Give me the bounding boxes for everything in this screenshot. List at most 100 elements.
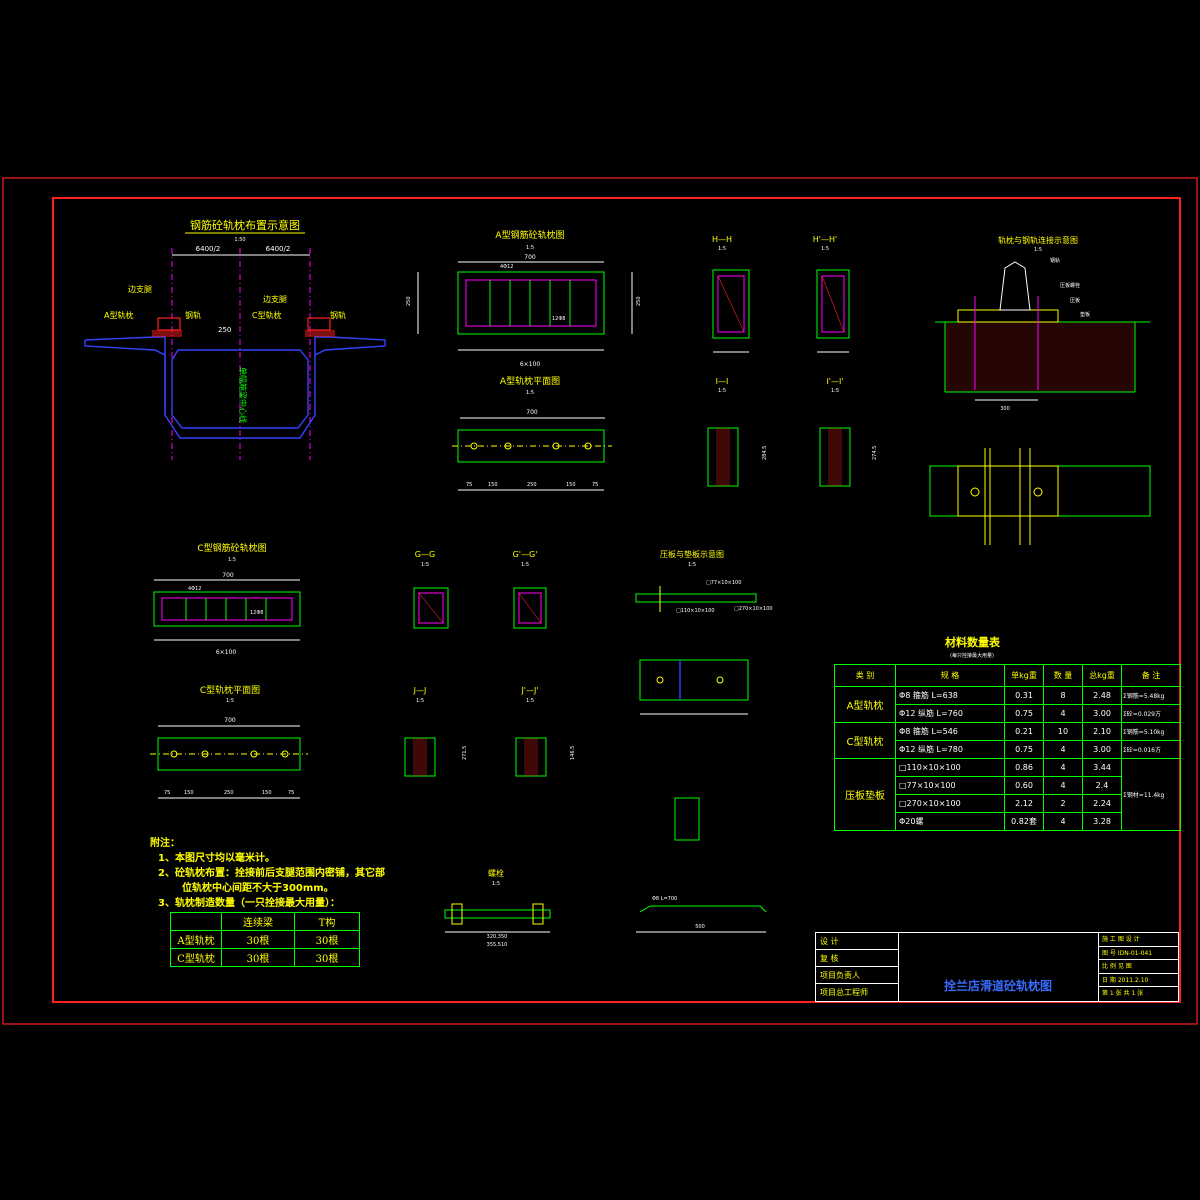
label-rail-2: 钢轨 <box>330 310 346 320</box>
label-a-sleeper: A型轨枕 <box>104 310 133 320</box>
c-plan-dim-1: 150 <box>184 790 194 796</box>
mt-unit: 0.82套 <box>1004 812 1044 831</box>
section-j-scale: 1:5 <box>416 698 424 704</box>
section-g-title: G—G <box>415 550 435 559</box>
mt-spec: □77×10×100 <box>895 776 1005 795</box>
outer-border <box>2 177 1198 1025</box>
count-cell: 30根 <box>294 930 360 949</box>
mt-total: 3.28 <box>1082 812 1122 831</box>
drawing-title: 拴兰店滑道砼轨枕图 <box>943 979 1052 993</box>
mt-note: Σ砼=0.016方 <box>1121 740 1181 759</box>
a-rebar-label-b: 12Φ8 <box>552 316 565 322</box>
inner-border <box>52 197 1181 1003</box>
c-plan-dim-0: 75 <box>164 790 170 796</box>
c-plan-dim-3: 150 <box>262 790 272 796</box>
layout-center-text: 单幅箱梁中心线 <box>238 367 248 423</box>
bolt-dim-2: 355,510 <box>487 942 508 948</box>
tb-right-row: 图 号 IDN-01-041 <box>1099 947 1179 961</box>
notes-line-4: 3、轨枕制造数量（一只拴接最大用量）： <box>158 898 340 909</box>
a-rebar-bottom-dim: 6×100 <box>520 361 540 368</box>
c-plan-title: C型轨枕平面图 <box>200 684 260 696</box>
mt-note: Σ钢材=11.4kg <box>1121 758 1181 831</box>
label-c-support: 边支腿 <box>263 294 287 304</box>
c-rebar-scale: 1:5 <box>228 557 236 563</box>
plate-title: 压板与垫板示意图 <box>660 549 724 559</box>
section-i2-dim: 274.5 <box>872 446 878 460</box>
tb-row: 项目负责人 <box>816 967 898 984</box>
section-j2-title: J'—J' <box>520 686 538 695</box>
hook-dim: 500 <box>695 924 705 930</box>
mt-qty: 4 <box>1043 704 1083 723</box>
mt-qty: 8 <box>1043 686 1083 705</box>
mt-spec: Φ8 箍筋 L=638 <box>895 686 1005 705</box>
c-rebar-bottom-dim: 6×100 <box>216 649 236 656</box>
count-table: 连续梁 T构 A型轨枕 30根 30根 C型轨枕 30根 30根 <box>170 912 360 967</box>
material-table-subtitle: (每只拴接最大用量) <box>950 653 994 659</box>
mt-unit: 0.86 <box>1004 758 1044 777</box>
section-g-views: G—G 1:5 G'—G' 1:5 <box>413 550 547 629</box>
label-rail: 钢轨 <box>185 310 201 320</box>
tb-row: 设 计 <box>816 933 898 950</box>
mt-unit: 0.75 <box>1004 740 1044 759</box>
bolt-title: 螺栓 <box>488 868 504 878</box>
mt-header: 备 注 <box>1121 664 1181 687</box>
mt-header: 规 格 <box>895 664 1005 687</box>
title-block-right: 施 工 图 设 计 图 号 IDN-01-041 比 例 见 图 日 期 201… <box>1098 933 1179 1001</box>
section-i-title: I—I <box>716 377 729 386</box>
mt-spec: Φ20螺 <box>895 812 1005 831</box>
count-cell: 30根 <box>221 948 295 967</box>
mt-header: 数 量 <box>1043 664 1083 687</box>
mt-spec: Φ12 纵筋 L=780 <box>895 740 1005 759</box>
c-plan-view: C型轨枕平面图 1:5 700 75 150 250 150 75 <box>150 684 308 799</box>
tb-row: 复 核 <box>816 950 898 967</box>
hook-label: Φ8 L=700 <box>652 896 677 902</box>
mt-note: Σ钢筋=5.10kg <box>1121 722 1181 741</box>
section-i-scale: 1:5 <box>718 388 726 394</box>
connection-scale: 1:5 <box>1034 247 1042 253</box>
mt-qty: 4 <box>1043 740 1083 759</box>
plate-scale: 1:5 <box>688 562 696 568</box>
connection-label-1: 钢轨 <box>1050 257 1060 264</box>
mt-cat: 压板垫板 <box>834 758 896 831</box>
section-j2-scale: 1:5 <box>526 698 534 704</box>
c-rebar-view: C型钢筋砼轨枕图 1:5 700 4Φ12 12Φ8 6×100 <box>153 542 301 656</box>
mt-header: 单kg重 <box>1004 664 1044 687</box>
c-plan-top-dim: 700 <box>224 717 236 724</box>
a-rebar-right-dim: 250 <box>636 296 642 306</box>
section-j-views: J—J 1:5 271.5 J'—J' 1:5 146.5 <box>404 686 576 777</box>
section-j2-dim: 146.5 <box>570 746 576 760</box>
tb-right-row: 施 工 图 设 计 <box>1099 933 1179 947</box>
notes: 附注： 1、本图尺寸均以毫米计。 2、砼轨枕布置：拴接前后支腿范围内密铺，其它部… <box>150 836 430 911</box>
section-h2-title: H'—H' <box>813 235 837 244</box>
layout-hline-label: 250 <box>218 326 231 334</box>
a-rebar-title: A型钢筋砼轨枕图 <box>495 229 564 241</box>
count-cell: 30根 <box>221 930 295 949</box>
mt-qty: 2 <box>1043 794 1083 813</box>
a-plan-dim-2: 250 <box>527 482 537 488</box>
section-i-dim: 284.5 <box>762 446 768 460</box>
mt-total: 2.24 <box>1082 794 1122 813</box>
section-j-dim: 271.5 <box>462 746 468 760</box>
count-header-1: 连续梁 <box>221 912 295 931</box>
mt-total: 3.44 <box>1082 758 1122 777</box>
mt-total: 2.4 <box>1082 776 1122 795</box>
mt-total: 2.10 <box>1082 722 1122 741</box>
mt-unit: 0.31 <box>1004 686 1044 705</box>
section-g-scale: 1:5 <box>421 562 429 568</box>
mt-note: Σ砼=0.029方 <box>1121 704 1181 723</box>
section-i2-title: I'—I' <box>826 377 843 386</box>
c-rebar-title: C型钢筋砼轨枕图 <box>197 542 266 554</box>
a-plan-scale: 1:5 <box>526 390 534 396</box>
material-table-title: 材料数量表 <box>945 636 1000 649</box>
connection-title: 轨枕与钢轨连接示意图 <box>998 235 1078 245</box>
connection-label-2: 压板螺栓 <box>1060 282 1080 289</box>
count-cell: 30根 <box>294 948 360 967</box>
layout-dim-right: 6400/2 <box>266 245 291 253</box>
mt-spec: Φ12 纵筋 L=760 <box>895 704 1005 723</box>
a-rebar-label-a: 4Φ12 <box>500 264 513 270</box>
count-header-2: T构 <box>294 912 360 931</box>
notes-line-3: 位轨枕中心间距不大于300mm。 <box>182 883 334 894</box>
tb-right-row: 比 例 见 图 <box>1099 960 1179 974</box>
a-rebar-left-dim: 250 <box>406 296 412 306</box>
